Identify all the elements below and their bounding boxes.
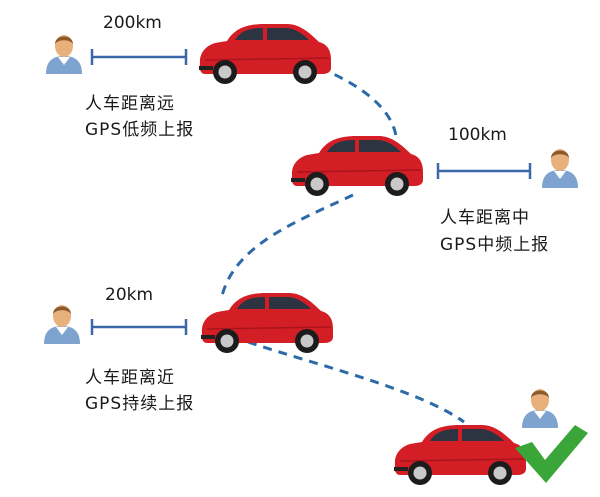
car-icon bbox=[200, 292, 334, 354]
distance-label-2: 100km bbox=[448, 125, 507, 145]
car-icon bbox=[198, 23, 332, 85]
car-icon bbox=[393, 424, 527, 486]
distance-line-3 bbox=[90, 319, 188, 335]
checkmark-icon bbox=[515, 425, 588, 483]
distance-line-2 bbox=[436, 163, 532, 179]
stage-1-line-2: GPS低频上报 bbox=[85, 120, 195, 140]
distance-line-1 bbox=[90, 49, 188, 65]
car-icon bbox=[290, 135, 424, 197]
distance-label-3: 20km bbox=[105, 285, 154, 305]
stage-3-line-1: 人车距离近 bbox=[85, 368, 175, 388]
stage-2-line-2: GPS中频上报 bbox=[440, 235, 550, 255]
person-icon bbox=[522, 389, 558, 428]
person-icon bbox=[46, 35, 82, 74]
person-icon bbox=[44, 305, 80, 344]
distance-label-1: 200km bbox=[103, 13, 162, 33]
stage-1-line-1: 人车距离远 bbox=[85, 94, 175, 114]
stage-3-line-2: GPS持续上报 bbox=[85, 394, 195, 414]
stage-2-line-1: 人车距离中 bbox=[440, 208, 530, 228]
dashed-route bbox=[220, 66, 465, 424]
person-icon bbox=[542, 149, 578, 188]
